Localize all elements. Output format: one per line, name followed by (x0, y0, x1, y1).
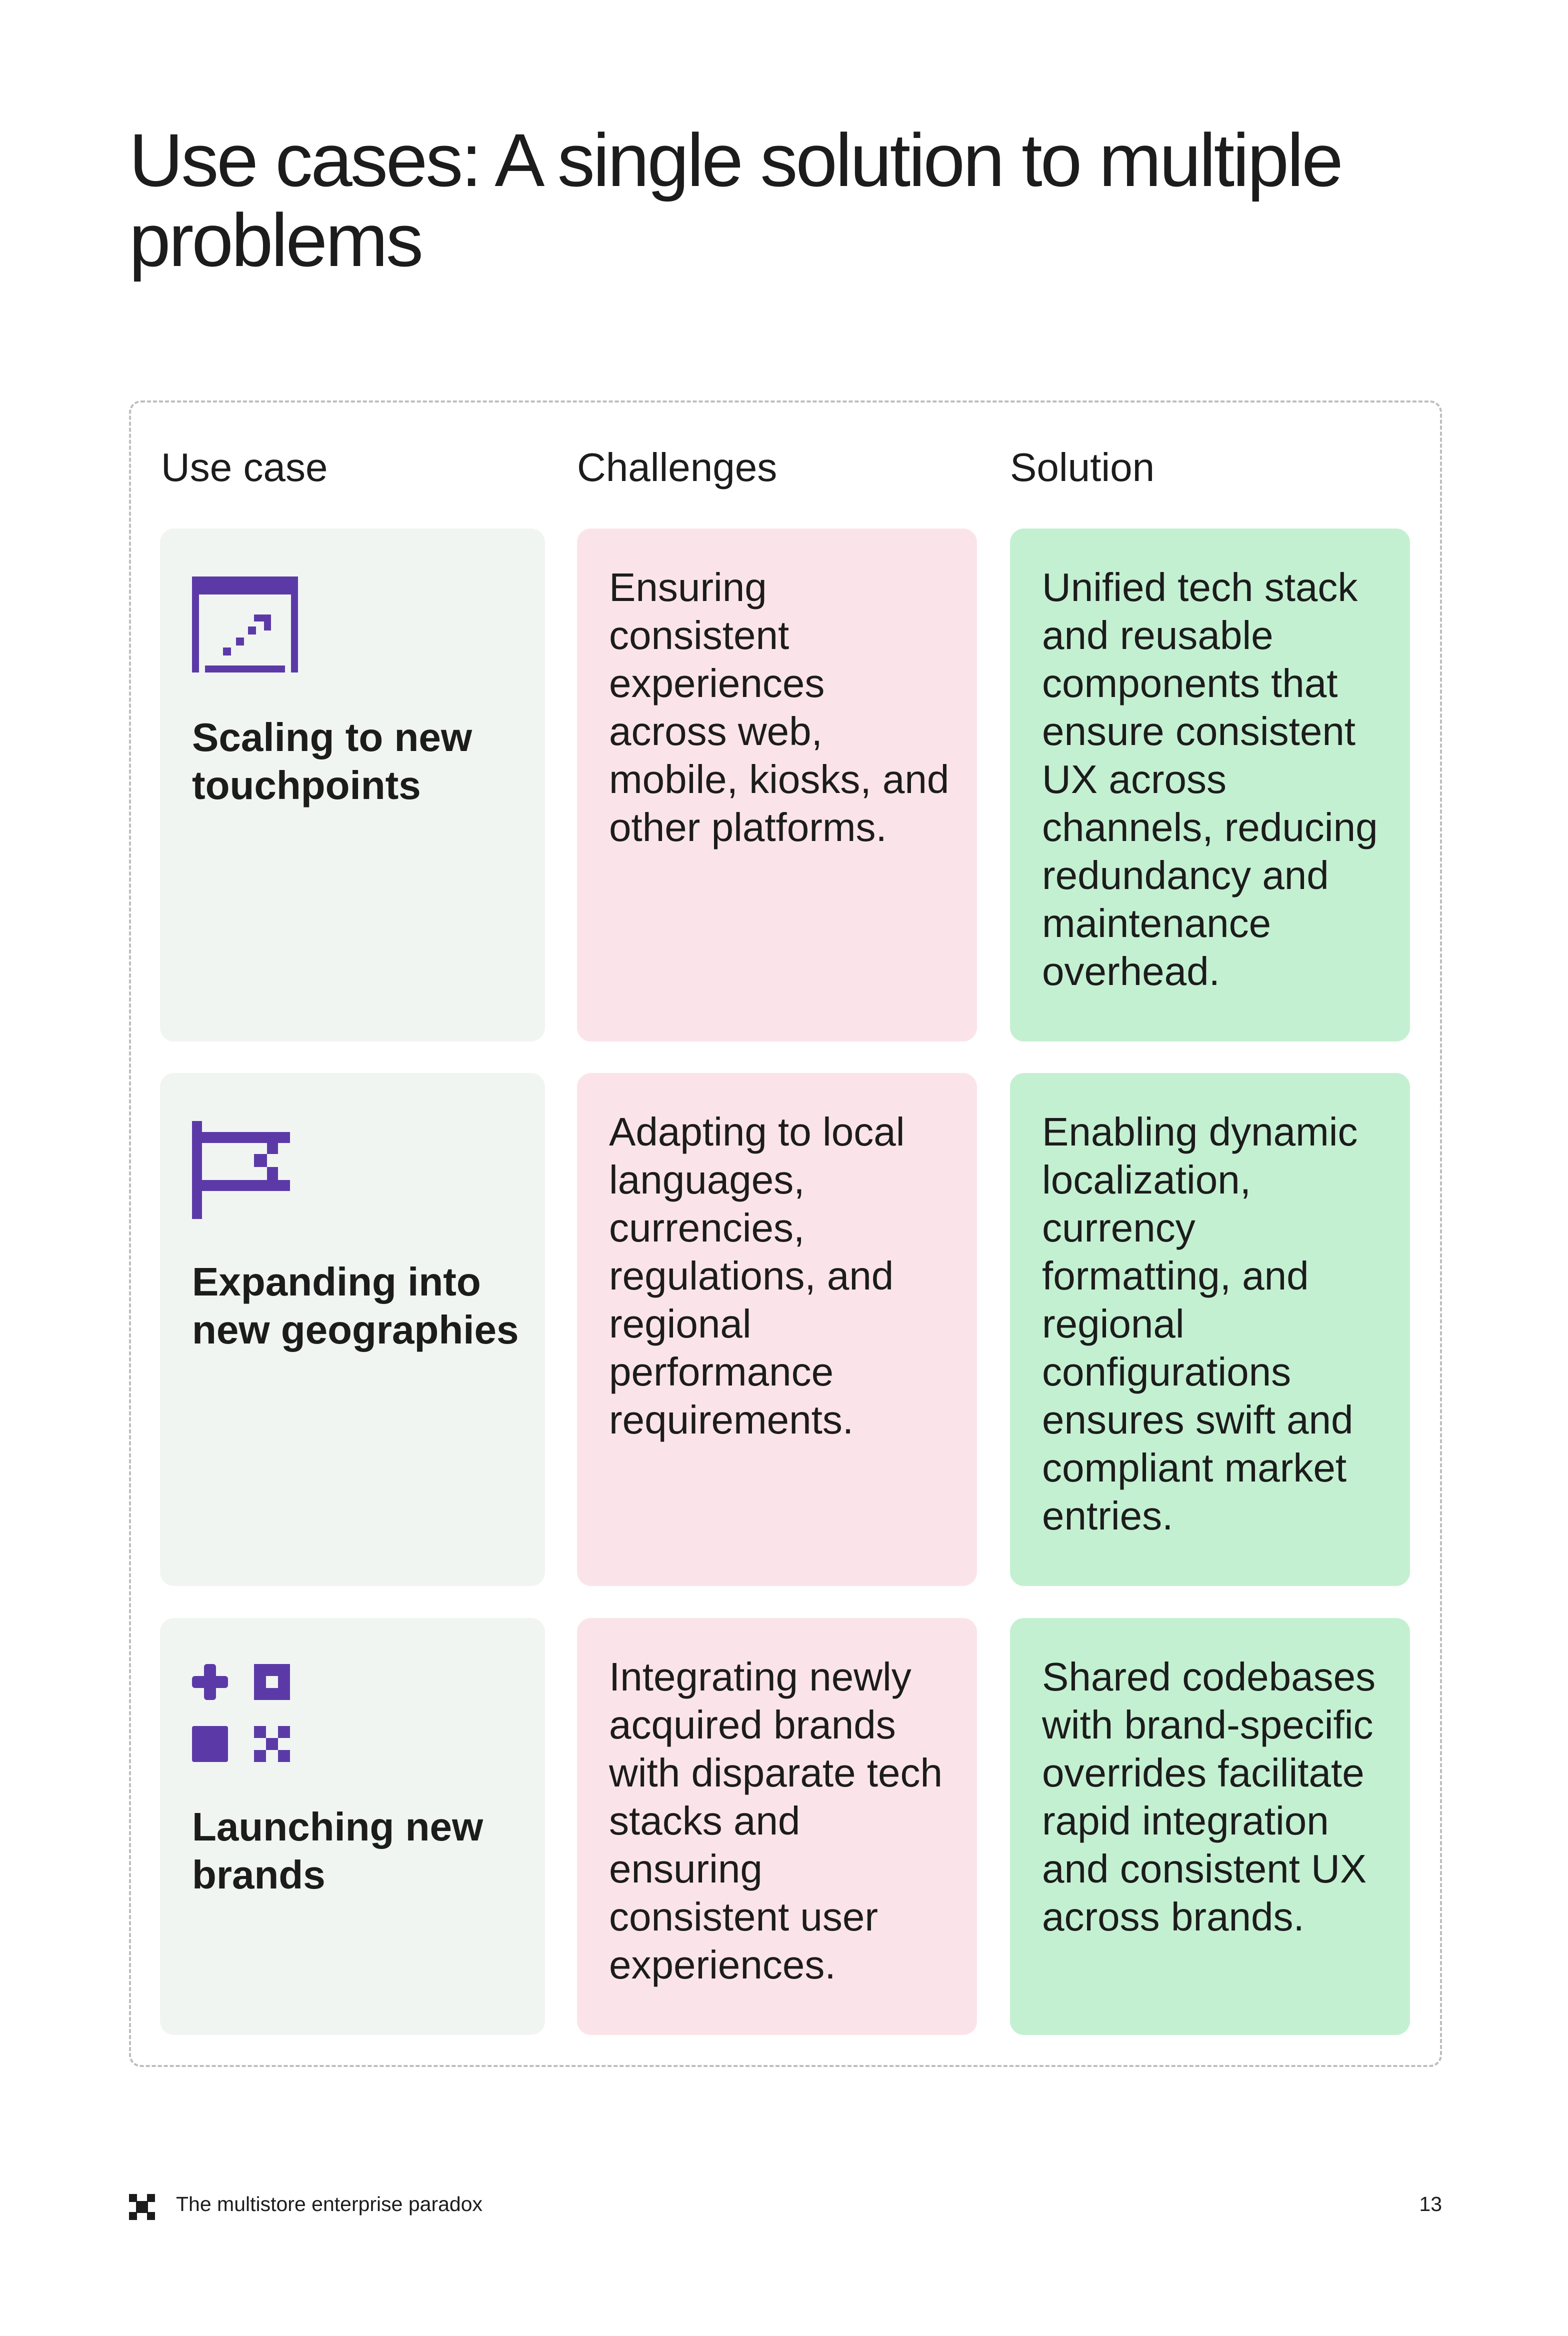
challenge-cell: Integrating newly acquired brands with d… (577, 1618, 977, 2035)
use-case-cell: Scaling to new touchpoints (160, 528, 545, 1042)
page-title: Use cases: A single solution to multiple… (129, 118, 1344, 282)
use-case-label: Launching new brands (192, 1804, 484, 1897)
flag-icon (192, 1121, 290, 1222)
use-case-label: Expanding into new geographies (192, 1260, 519, 1352)
brand-logo-icon (129, 2194, 155, 2222)
column-header-challenges: Challenges (577, 445, 778, 490)
page-number: 13 (1419, 2192, 1442, 2216)
solution-cell: Enabling dynamic localization, currency … (1010, 1073, 1410, 1586)
challenge-cell: Adapting to local languages, currencies,… (577, 1073, 977, 1586)
challenge-text: Adapting to local languages, currencies,… (609, 1110, 905, 1442)
challenge-text: Integrating newly acquired brands with d… (609, 1654, 943, 1987)
challenge-cell: Ensuring consistent experiences across w… (577, 528, 977, 1042)
solution-cell: Unified tech stack and reusable componen… (1010, 528, 1410, 1042)
brand-shapes-icon (192, 1664, 290, 1764)
solution-text: Unified tech stack and reusable componen… (1042, 565, 1378, 994)
column-header-solution: Solution (1010, 445, 1155, 490)
footer-document-title: The multistore enterprise paradox (176, 2192, 483, 2216)
solution-text: Enabling dynamic localization, currency … (1042, 1110, 1358, 1538)
use-case-cell: Expanding into new geographies (160, 1073, 545, 1586)
scaling-arrow-icon (192, 576, 298, 675)
use-case-cell: Launching new brands (160, 1618, 545, 2035)
challenge-text: Ensuring consistent experiences across w… (609, 565, 950, 850)
solution-text: Shared codebases with brand-specific ove… (1042, 1654, 1376, 1939)
solution-cell: Shared codebases with brand-specific ove… (1010, 1618, 1410, 2035)
use-case-table-frame (129, 400, 1442, 2067)
use-case-label: Scaling to new touchpoints (192, 715, 472, 808)
column-header-use-case: Use case (161, 445, 328, 490)
